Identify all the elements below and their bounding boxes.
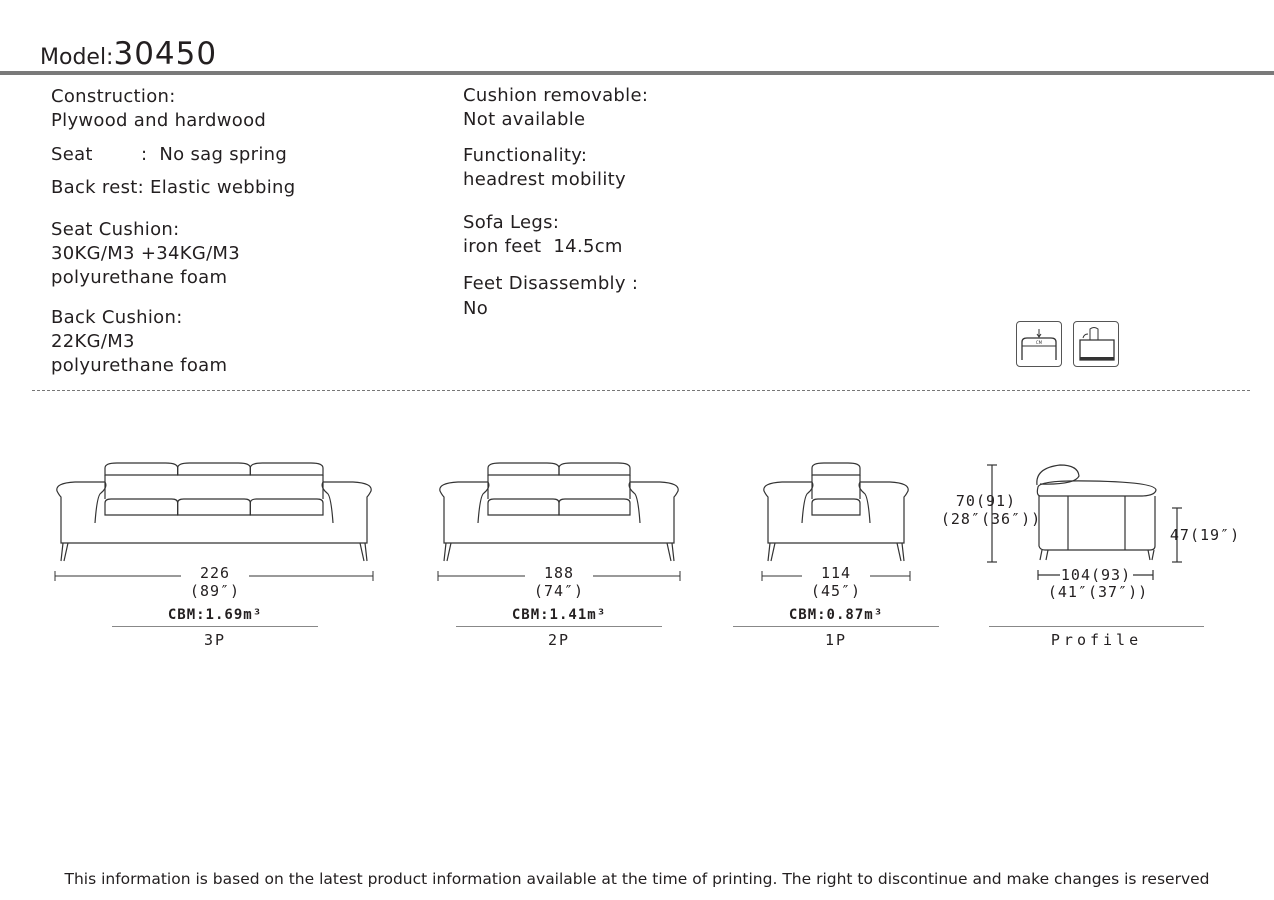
spec-feet-disassembly-value: No xyxy=(463,298,489,319)
spec-back-cushion-label: Back Cushion: xyxy=(51,307,183,328)
spec-construction-value: Plywood and hardwood xyxy=(51,110,267,131)
spec-functionality-label: Functionality: xyxy=(463,145,588,166)
spec-construction-label: Construction: xyxy=(51,86,176,107)
spec-functionality-value: headrest mobility xyxy=(463,169,626,190)
profile-caption-rule xyxy=(989,626,1204,627)
model-title: Model:30450 xyxy=(40,36,217,72)
spec-legs-value: iron feet 14.5cm xyxy=(463,236,623,257)
spec-back-cushion-material: polyurethane foam xyxy=(51,355,228,376)
sofa-front-drawing xyxy=(437,462,681,581)
product-name: 3P xyxy=(203,631,227,649)
product-name: 2P xyxy=(547,631,571,649)
icon-text: CM xyxy=(1036,340,1043,345)
cbm-label: CBM:1.41m³ xyxy=(511,607,607,623)
profile-seat-height: 47(19″) xyxy=(1169,526,1241,544)
spec-seat-cushion-material: polyurethane foam xyxy=(51,267,228,288)
profile-depth-inches: (41″(37″)) xyxy=(1047,583,1149,601)
spec-cushion-removable-label: Cushion removable: xyxy=(463,85,649,106)
width-cm: 226 xyxy=(199,564,231,582)
profile-height-inches: (28″(36″)) xyxy=(940,510,1042,528)
profile-height: 70(91) xyxy=(955,492,1017,510)
profile-caption: Profile xyxy=(1050,631,1143,649)
sofa-front-drawing xyxy=(761,462,911,581)
spec-feet-disassembly-label: Feet Disassembly : xyxy=(463,273,639,294)
width-inches: (74″) xyxy=(533,582,585,600)
cbm-label: CBM:0.87m³ xyxy=(788,607,884,623)
removable-cushion-icon: CM xyxy=(1016,321,1062,367)
sofa-front-drawing xyxy=(54,462,374,581)
spec-seat-cushion-label: Seat Cushion: xyxy=(51,219,180,240)
model-label: Model: xyxy=(40,45,114,70)
footer-disclaimer: This information is based on the latest … xyxy=(64,870,1210,888)
width-inches: (45″) xyxy=(810,582,862,600)
header-divider xyxy=(0,71,1274,75)
headrest-adjust-icon xyxy=(1073,321,1119,367)
spec-cushion-removable-value: Not available xyxy=(463,109,586,130)
product-name: 1P xyxy=(824,631,848,649)
width-cm: 114 xyxy=(820,564,852,582)
width-cm: 188 xyxy=(543,564,575,582)
spec-seat-cushion-value: 30KG/M3 +34KG/M3 xyxy=(51,243,241,264)
profile-drawing xyxy=(987,464,1182,580)
caption-rule xyxy=(733,626,939,627)
spec-back-rest: Back rest: Elastic webbing xyxy=(51,177,296,198)
profile-depth: 104(93) xyxy=(1060,566,1132,584)
spec-back-cushion-value: 22KG/M3 xyxy=(51,331,135,352)
spec-seat: Seat : No sag spring xyxy=(51,144,288,165)
spec-legs-label: Sofa Legs: xyxy=(463,212,560,233)
caption-rule xyxy=(112,626,318,627)
width-inches: (89″) xyxy=(189,582,241,600)
section-divider xyxy=(32,390,1250,391)
cbm-label: CBM:1.69m³ xyxy=(167,607,263,623)
model-number: 30450 xyxy=(113,36,218,72)
caption-rule xyxy=(456,626,662,627)
